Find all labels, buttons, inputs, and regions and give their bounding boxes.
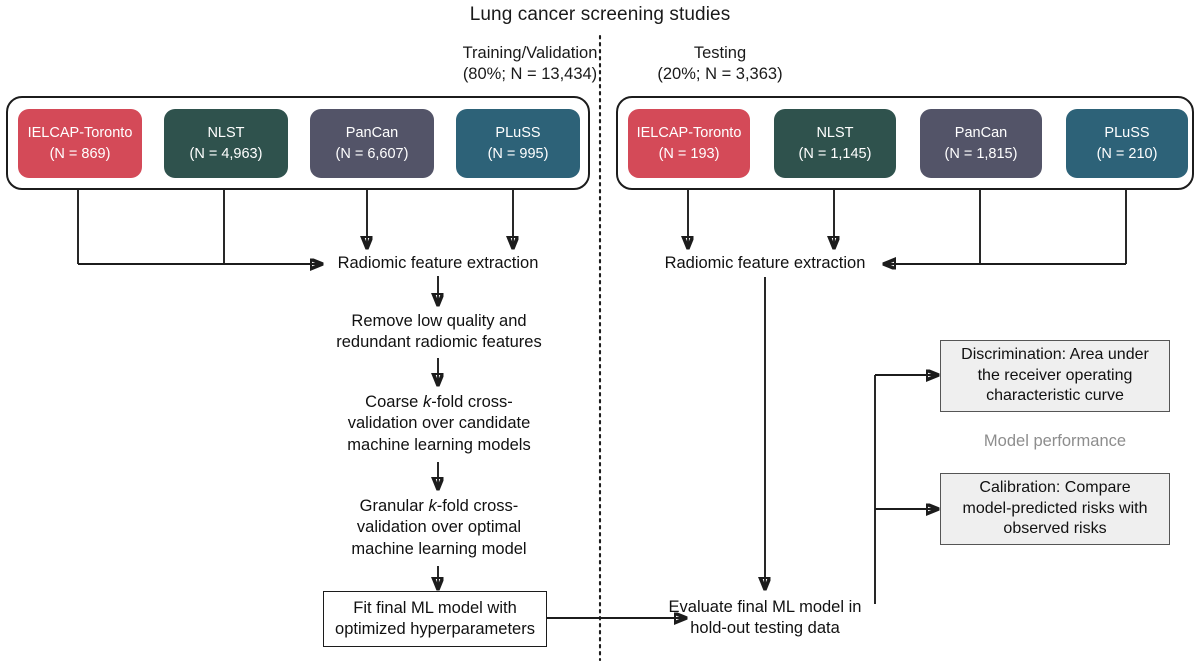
cohort-chip-testing-nlst[interactable]: NLST (N = 1,145) — [774, 109, 896, 178]
split-training-detail: (80%; N = 13,434) — [462, 65, 598, 83]
box-line-2: optimized hyperparameters — [335, 620, 535, 638]
granular-suffix: -fold cross- — [436, 497, 519, 516]
coarse-prefix: Coarse — [365, 393, 423, 412]
figure-title: Lung cancer screening studies — [390, 2, 810, 28]
cohort-chip-n: (N = 869) — [49, 145, 111, 162]
granular-prefix: Granular — [359, 497, 429, 516]
step-remove-low-quality: Remove low quality and redundant radiomi… — [308, 307, 570, 357]
cohort-chip-study: NLST — [207, 124, 245, 141]
step-line-1: Coarse k-fold cross- — [365, 392, 513, 413]
split-header-testing: Testing (20%; N = 3,363) — [600, 40, 840, 88]
step-evaluate-final-model: Evaluate final ML model in hold-out test… — [645, 593, 885, 643]
figure-title-text: Lung cancer screening studies — [469, 3, 731, 25]
group-label-text: Model performance — [983, 432, 1127, 451]
cohort-chip-n: (N = 6,607) — [335, 145, 409, 162]
cohort-chip-study: IELCAP-Toronto — [636, 124, 742, 141]
cohort-chip-study: IELCAP-Toronto — [27, 124, 133, 141]
step-label: Radiomic feature extraction — [664, 254, 866, 273]
split-header-training: Training/Validation (80%; N = 13,434) — [410, 40, 650, 88]
cohort-chip-n: (N = 193) — [658, 145, 720, 162]
cohort-chip-testing-ielcap[interactable]: IELCAP-Toronto (N = 193) — [628, 109, 750, 178]
cohort-chip-study: PLuSS — [495, 124, 541, 141]
step-coarse-cross-validation: Coarse k-fold cross- validation over can… — [304, 386, 574, 462]
box-line-2: model-predicted risks with — [962, 499, 1148, 517]
step-line-2: validation over optimal — [356, 518, 522, 537]
step-label: Radiomic feature extraction — [337, 254, 539, 273]
box-discrimination-auc[interactable]: Discrimination: Area under the receiver … — [940, 340, 1170, 412]
step-granular-cross-validation: Granular k-fold cross- validation over o… — [304, 490, 574, 566]
step-line-3: machine learning model — [351, 539, 527, 558]
step-line-1: Granular k-fold cross- — [360, 496, 519, 517]
cohort-chip-study: PLuSS — [1104, 124, 1150, 141]
step-line-1: Evaluate final ML model in — [668, 597, 862, 616]
cohort-chip-training-pancan[interactable]: PanCan (N = 6,607) — [310, 109, 434, 178]
cohort-chip-training-ielcap[interactable]: IELCAP-Toronto (N = 869) — [18, 109, 142, 178]
cohort-chip-n: (N = 995) — [487, 145, 549, 162]
box-line-3: observed risks — [1003, 520, 1107, 538]
granular-k-italic: k — [428, 497, 437, 516]
cohort-chip-study: NLST — [816, 124, 854, 141]
cohort-chip-n: (N = 4,963) — [189, 145, 263, 162]
cohort-chip-n: (N = 1,145) — [798, 145, 872, 162]
box-line-3: characteristic curve — [986, 387, 1124, 405]
step-line-3: machine learning models — [347, 435, 531, 454]
cohort-chip-study: PanCan — [954, 124, 1008, 141]
split-training-name: Training/Validation — [462, 43, 598, 62]
coarse-k-italic: k — [422, 393, 432, 412]
coarse-suffix: -fold cross- — [431, 393, 513, 412]
split-testing-name: Testing — [693, 43, 747, 62]
box-line-2: the receiver operating — [977, 366, 1133, 384]
cohort-chip-testing-pancan[interactable]: PanCan (N = 1,815) — [920, 109, 1042, 178]
cohort-chip-training-pluss[interactable]: PLuSS (N = 995) — [456, 109, 580, 178]
box-line-1: Calibration: Compare — [979, 479, 1131, 497]
box-calibration[interactable]: Calibration: Compare model-predicted ris… — [940, 473, 1170, 545]
cohort-chip-training-nlst[interactable]: NLST (N = 4,963) — [164, 109, 288, 178]
box-line-1: Fit final ML model with — [353, 598, 517, 617]
cohort-chip-n: (N = 210) — [1096, 145, 1158, 162]
step-line-2: hold-out testing data — [690, 619, 840, 637]
step-line-1: Remove low quality and — [351, 311, 527, 330]
box-fit-final-ml-model[interactable]: Fit final ML model with optimized hyperp… — [323, 591, 547, 647]
cohort-chip-study: PanCan — [345, 124, 399, 141]
cohort-chip-n: (N = 1,815) — [944, 145, 1018, 162]
step-training-radiomic-extraction: Radiomic feature extraction — [308, 252, 568, 276]
step-line-2: redundant radiomic features — [336, 333, 542, 351]
cohort-chip-testing-pluss[interactable]: PLuSS (N = 210) — [1066, 109, 1188, 178]
split-testing-detail: (20%; N = 3,363) — [657, 65, 783, 83]
step-line-2: validation over candidate — [347, 414, 531, 433]
model-performance-group-label: Model performance — [940, 430, 1170, 454]
box-line-1: Discrimination: Area under — [961, 346, 1149, 364]
step-testing-radiomic-extraction: Radiomic feature extraction — [635, 252, 895, 276]
